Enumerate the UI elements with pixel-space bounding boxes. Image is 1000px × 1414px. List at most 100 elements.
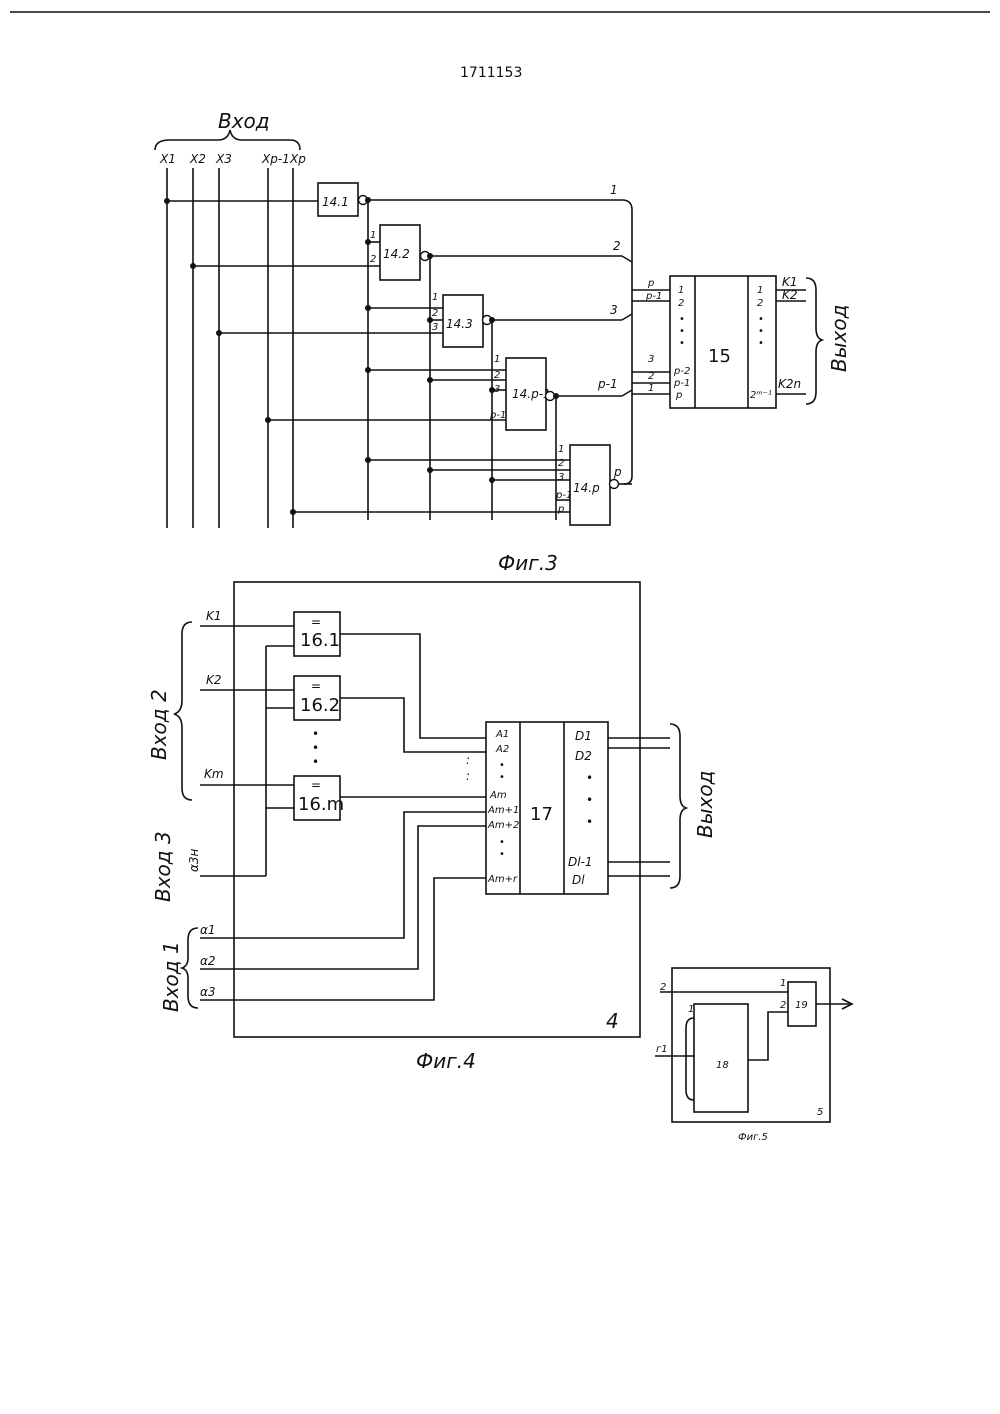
decoder-15-wire-label-2: 2	[648, 371, 654, 382]
fig4-wire-16-2-a2	[340, 698, 486, 752]
decoder-15-in-pin-p-2: p-2	[673, 366, 690, 377]
fig4-bus-dot: :	[466, 753, 470, 767]
fig3-node	[190, 263, 196, 269]
fig3-bus-label-3: 3	[610, 303, 618, 317]
fig3-node	[365, 239, 371, 245]
fig3-node	[489, 317, 495, 323]
comparator-16-2-symbol: =	[311, 679, 321, 693]
fig5-wire-18-19	[748, 1012, 788, 1060]
fig5-block-number: 5	[817, 1107, 823, 1118]
comparator-16-m-label: 16.m	[298, 794, 344, 815]
fig4-output-title: Выход	[693, 771, 717, 838]
decoder-15-out-pin-1: 1	[757, 285, 763, 296]
fig3-caption: Фиг.3	[498, 551, 558, 575]
decoder-17-pin-amr: Am+r	[487, 874, 518, 885]
decoder-15-wire-label-p: p	[647, 278, 654, 289]
gate-14-p-1-pin-1: 1	[494, 354, 500, 365]
fig4-input3-signal: α3н	[187, 848, 201, 872]
decoder-17-pin-a2: A2	[495, 744, 509, 755]
decoder-15-wire-label-1: 1	[648, 383, 654, 394]
fig4-comparator-dot: •	[312, 741, 319, 755]
fig4-input3-title: Вход 3	[151, 831, 175, 902]
fig4-block-number: 4	[606, 1009, 619, 1033]
gate-14-2-pin-1: 1	[370, 230, 376, 241]
decoder-17-out-dot: •	[586, 815, 593, 829]
decoder-15-in-dot: •	[679, 314, 685, 325]
fig3-output-brace	[806, 278, 822, 404]
figure-4: 4 Вход 2 K1 K2 Km Вход 3 α3н = 16.1 = 16…	[147, 582, 717, 1073]
decoder-17-pin-dl-1: Dl-1	[568, 855, 593, 869]
fig3-output-k2n: K2n	[778, 377, 801, 391]
decoder-15-in-pin-1: 1	[678, 285, 684, 296]
decoder-15-in-dot: •	[679, 338, 685, 349]
decoder-17-pin-d1: D1	[575, 729, 592, 743]
fig3-node	[365, 367, 371, 373]
decoder-17-pin-am2: Am+2	[487, 820, 519, 831]
decoder-17-pin-am1: Am+1	[487, 805, 519, 816]
fig3-output-k2: K2	[782, 288, 798, 302]
fig3-node	[427, 317, 433, 323]
fig4-input-a3: α3	[200, 985, 216, 999]
fig4-bus-dot: :	[466, 769, 470, 783]
fig3-node	[365, 457, 371, 463]
fig4-input-k2: K2	[206, 673, 222, 687]
fig4-comparator-dot: •	[312, 727, 319, 741]
fig5-element-18-label: 18	[716, 1060, 729, 1071]
fig3-input-xp-1: Xp-1	[261, 152, 290, 166]
decoder-15-label: 15	[708, 346, 731, 367]
gate-14-p-pin-p: p	[557, 504, 564, 515]
decoder-15-out-dot: •	[758, 326, 764, 337]
decoder-17-in-dot: •	[499, 837, 505, 848]
fig4-wire-a1-am1	[200, 812, 486, 938]
fig3-node	[427, 467, 433, 473]
fig4-wire-a3-amr	[200, 878, 486, 1000]
fig4-input-a1: α1	[200, 923, 216, 937]
decoder-15-in-dot: •	[679, 326, 685, 337]
fig3-node	[365, 197, 371, 203]
fig3-bus-label-1: 1	[610, 183, 618, 197]
fig3-node	[216, 330, 222, 336]
decoder-17-in-dot: •	[499, 849, 505, 860]
fig3-node	[489, 477, 495, 483]
fig3-bus-label-p: p	[613, 465, 622, 479]
fig3-bus-join	[622, 256, 632, 262]
fig3-input-x3: X3	[215, 152, 232, 166]
fig3-node	[553, 393, 559, 399]
decoder-15-in-pin-p: p	[675, 390, 682, 401]
gate-14-2-label: 14.2	[383, 247, 410, 261]
fig4-output-brace	[670, 724, 686, 888]
gate-14-1-label: 14.1	[322, 195, 349, 209]
decoder-17-out-dot: •	[586, 771, 593, 785]
fig3-output-k1: K1	[782, 275, 798, 289]
fig3-bus-join	[622, 390, 632, 396]
fig3-node	[290, 509, 296, 515]
comparator-16-2-label: 16.2	[300, 695, 340, 716]
fig3-input-title: Вход	[218, 109, 270, 133]
decoder-17-pin-am: Am	[489, 790, 507, 801]
fig4-comparator-dot: •	[312, 755, 319, 769]
decoder-17-in-dot: •	[499, 760, 505, 771]
fig3-input-x2: X2	[189, 152, 206, 166]
decoder-15-in-pin-p-1: p-1	[673, 378, 690, 389]
gate-14-p-pin-1: 1	[558, 444, 564, 455]
fig5-caption: Фиг.5	[738, 1132, 768, 1143]
decoder-15-in-pin-2: 2	[678, 298, 684, 309]
fig4-wire-a2-am2	[200, 826, 486, 969]
fig3-node	[265, 417, 271, 423]
decoder-17-pin-d2: D2	[575, 749, 592, 763]
fig4-input-k1: K1	[206, 609, 222, 623]
gate-14-3-label: 14.3	[446, 317, 473, 331]
fig5-pin-19-2: 2	[780, 1000, 786, 1011]
fig4-wire-16-1-a1	[340, 634, 486, 738]
fig3-bus-label-2: 2	[613, 239, 621, 253]
gate-14-p-label: 14.p	[573, 481, 600, 495]
fig5-pin-19-1: 1	[780, 978, 786, 989]
comparator-16-1-symbol: =	[311, 615, 321, 629]
fig3-node	[427, 253, 433, 259]
fig4-input1-title: Вход 1	[159, 941, 183, 1012]
gate-14-2-pin-2: 2	[370, 254, 376, 265]
decoder-15-out-pin-2: 2	[757, 298, 763, 309]
figure-3: Вход X1 X2 X3 Xp-1 Xp 14.1 1 14.2 1 2	[155, 109, 851, 575]
